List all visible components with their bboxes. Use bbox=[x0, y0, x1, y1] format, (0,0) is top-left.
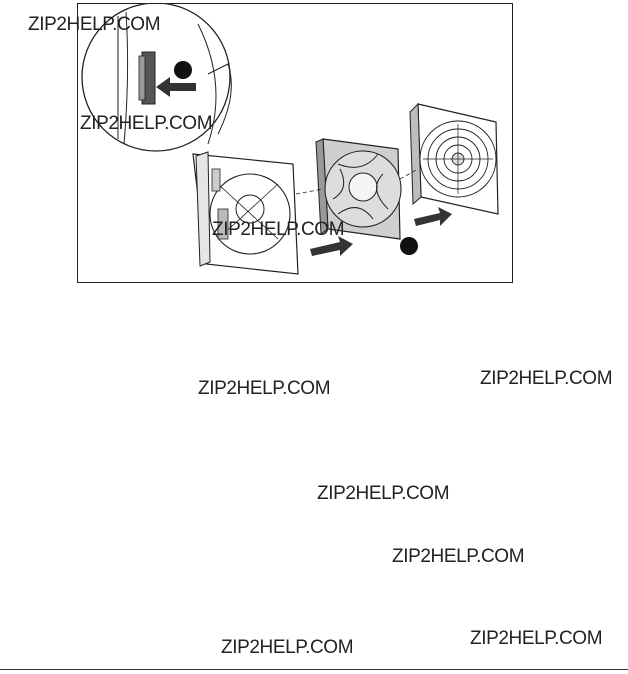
watermark-text: ZIP2HELP.COM bbox=[198, 378, 331, 399]
arrow-left-icon bbox=[156, 77, 196, 97]
watermark-text: ZIP2HELP.COM bbox=[392, 546, 525, 567]
watermark-text: ZIP2HELP.COM bbox=[317, 483, 450, 504]
watermark-text: ZIP2HELP.COM bbox=[28, 14, 161, 35]
callout-marker-2 bbox=[400, 237, 418, 255]
arrow-right-icon bbox=[414, 207, 452, 226]
fan-unit bbox=[315, 138, 402, 240]
fan-bracket bbox=[192, 151, 299, 275]
arrow-right-icon bbox=[310, 236, 353, 256]
fan-grill-cover bbox=[409, 102, 499, 215]
magnifier-detail bbox=[81, 4, 232, 152]
fan-assembly-illustration bbox=[77, 3, 513, 283]
watermark-text: ZIP2HELP.COM bbox=[470, 628, 603, 649]
footer-divider bbox=[0, 669, 628, 670]
callout-marker-1 bbox=[174, 61, 192, 79]
fan-assembly-drawing bbox=[81, 4, 499, 275]
watermark-text: ZIP2HELP.COM bbox=[80, 113, 213, 134]
watermark-text: ZIP2HELP.COM bbox=[212, 219, 345, 240]
watermark-text: ZIP2HELP.COM bbox=[480, 368, 613, 389]
watermark-text: ZIP2HELP.COM bbox=[221, 637, 354, 658]
